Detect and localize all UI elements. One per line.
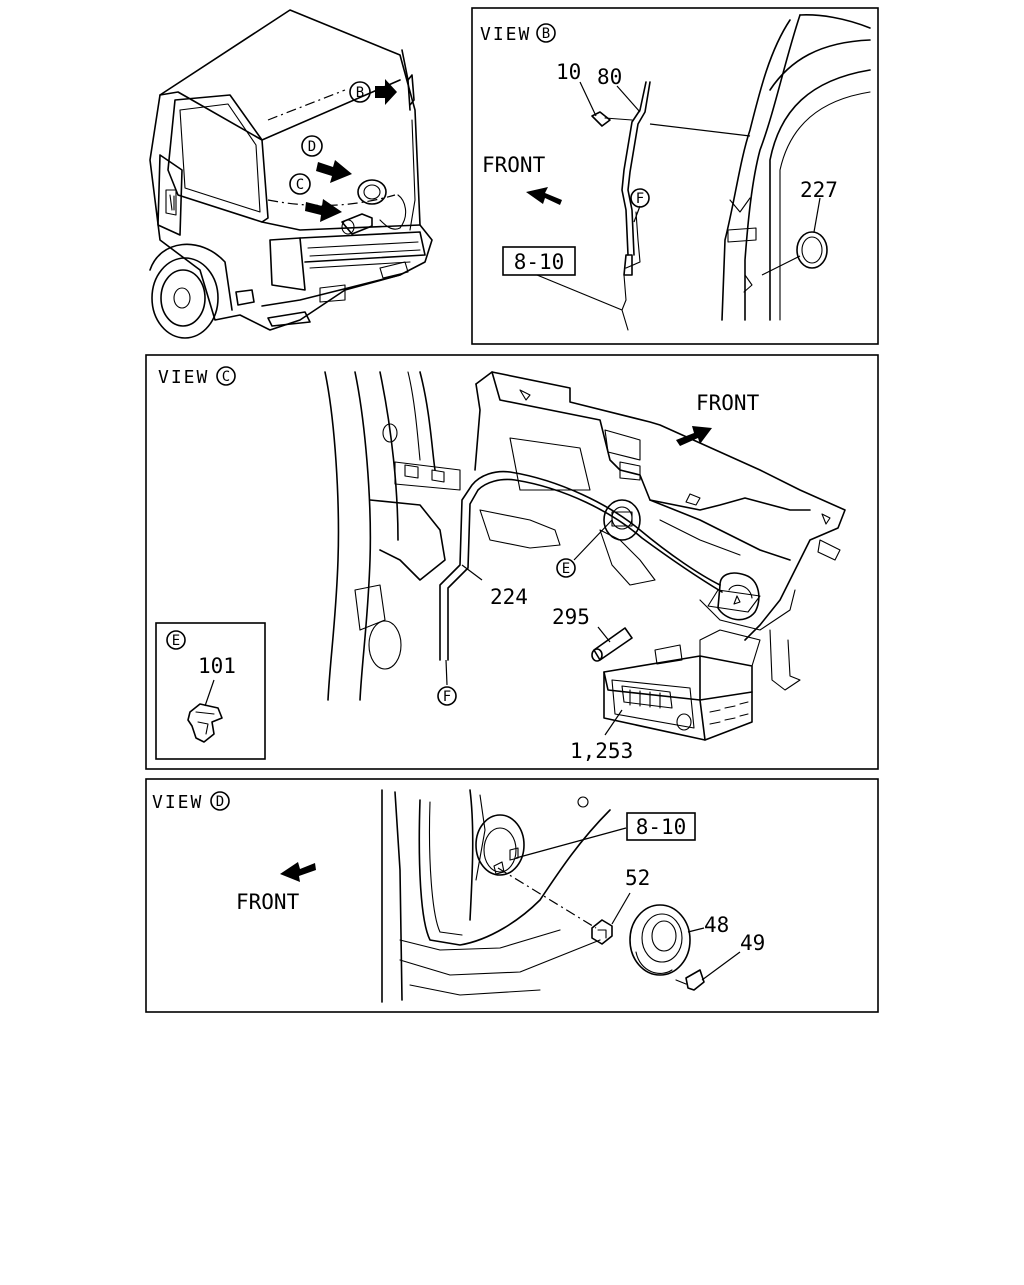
part-295: 295 (552, 605, 590, 629)
part-48: 48 (704, 913, 729, 937)
front-arrow-c (676, 426, 712, 446)
inset-e: E 101 (155, 622, 266, 760)
arrow-view-c (305, 199, 342, 222)
part-1253: 1,253 (570, 739, 633, 763)
arrow-view-d (316, 160, 352, 183)
ref-8-10-box-d (626, 812, 696, 841)
ref-8-10-view-d: 8-10 (636, 815, 687, 839)
inset-e-letter: E (172, 633, 180, 649)
view-b-letter: B (542, 26, 550, 42)
callout-c-truck: C (296, 177, 304, 193)
part-52: 52 (625, 866, 650, 890)
arrow-view-b (375, 79, 397, 105)
part-101: 101 (198, 654, 236, 678)
view-d-frame (145, 778, 879, 1013)
view-d-title: VIEW (152, 792, 203, 813)
view-b-panel: VIEW B FRONT 10 80 227 (471, 7, 879, 345)
front-label-c: FRONT (696, 391, 760, 415)
view-c-letter: C (222, 369, 230, 385)
callout-d-truck: D (308, 139, 316, 155)
front-label-b: FRONT (482, 153, 546, 177)
view-b-frame (471, 7, 879, 345)
callout-e-view-c: E (562, 561, 570, 577)
view-d-panel: VIEW D FRONT (145, 778, 879, 1013)
truck-overview: B D C (149, 9, 433, 339)
view-b-title: VIEW (480, 24, 531, 45)
front-label-d: FRONT (236, 890, 300, 914)
callout-b-truck: B (356, 85, 364, 101)
inset-e-frame (155, 622, 266, 760)
part-227: 227 (800, 178, 838, 202)
ref-8-10-view-b: 8-10 (514, 250, 565, 274)
front-arrow-b (526, 187, 562, 205)
part-224: 224 (490, 585, 528, 609)
front-arrow-d (280, 862, 316, 882)
callout-f-view-c: F (443, 689, 451, 705)
part-80: 80 (597, 65, 622, 89)
ref-8-10-box-b (502, 246, 576, 276)
view-d-letter: D (216, 794, 224, 810)
view-c-frame (145, 354, 879, 770)
view-c-panel: VIEW C FRONT (145, 354, 879, 770)
callout-f-view-b: F (636, 191, 644, 207)
part-10: 10 (556, 60, 581, 84)
part-49: 49 (740, 931, 765, 955)
view-c-title: VIEW (158, 367, 209, 388)
